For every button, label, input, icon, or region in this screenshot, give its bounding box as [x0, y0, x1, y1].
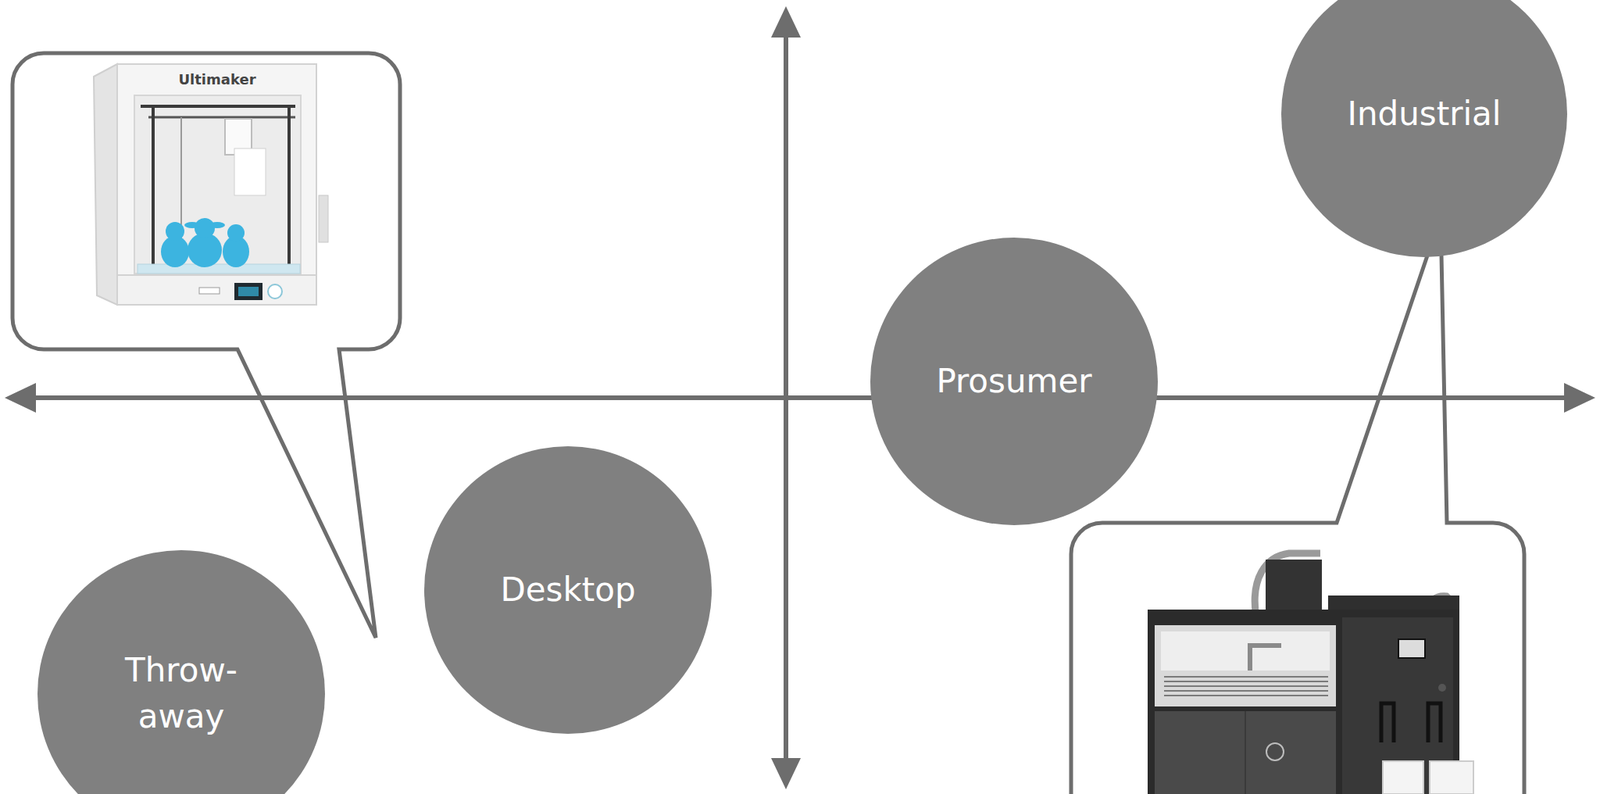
printer-vents [1164, 676, 1329, 696]
category-circle: Desktop [424, 446, 712, 734]
printer-lower-panel [1154, 710, 1336, 794]
circle-text-holder: Desktop [500, 567, 636, 614]
printer-handle [1428, 703, 1441, 743]
panel-seam [1244, 710, 1247, 794]
printer-body [1147, 609, 1460, 794]
printer-window-frame [1154, 625, 1336, 707]
printer-handle [1381, 703, 1394, 743]
callout-bubble [12, 53, 400, 638]
axis-arrowhead [4, 382, 36, 413]
circle-label: Prosumer [935, 358, 1092, 405]
printer-opening [134, 95, 301, 274]
card-slot [199, 287, 220, 294]
printer-top-unit [1265, 559, 1322, 610]
printer-frame-rod [148, 116, 296, 119]
callout-fill [12, 53, 400, 350]
circle-fill [37, 550, 325, 794]
circle-text-holder: Prosumer [935, 358, 1092, 405]
category-circle: Industrial [1281, 0, 1568, 258]
printer-frame-rod [287, 106, 291, 270]
printer-frame-rod [140, 104, 296, 108]
printer-frame-rod [151, 106, 155, 270]
desktop-printer-illustration [93, 64, 329, 305]
callout-bubble [1071, 216, 1525, 794]
printer-body [117, 64, 317, 305]
printer-button [1438, 683, 1447, 692]
circle-label: Throw- away [99, 647, 264, 740]
printer-arm [1250, 645, 1282, 671]
printer-base [117, 275, 317, 305]
spool-holder [318, 195, 329, 243]
printer-back-panel [234, 148, 266, 196]
material-cartridge [1429, 760, 1474, 794]
printer-window [1160, 631, 1330, 671]
printer-screen-glow [238, 286, 259, 297]
axis-arrowhead [771, 757, 801, 790]
printer-side-panel [93, 64, 118, 305]
industrial-printer-illustration [1147, 553, 1474, 794]
circle-fill [424, 446, 712, 734]
build-plate [137, 264, 300, 274]
circle-text-holder: Throw- away [99, 647, 264, 740]
vertical-axis [783, 31, 789, 765]
material-cartridge [1382, 760, 1424, 794]
circle-text-holder: Industrial [1347, 91, 1502, 138]
category-circle: Prosumer [870, 237, 1158, 525]
printer-button [267, 284, 283, 299]
circle-label: Industrial [1347, 91, 1502, 138]
circle-label: Desktop [500, 567, 636, 614]
hp-logo [1266, 742, 1284, 761]
printer-screen [234, 282, 263, 300]
circle-fill [870, 237, 1158, 525]
callout-fill [1071, 522, 1525, 794]
axis-arrowhead [1564, 382, 1596, 413]
brand-label: Ultimaker [178, 71, 256, 88]
printed-figures [160, 217, 250, 268]
axis-arrowhead [771, 6, 801, 38]
category-circle: Throw- away [37, 550, 325, 794]
circle-fill [1281, 0, 1568, 258]
printer-top-panel [1328, 595, 1460, 610]
printer-screen [1398, 639, 1425, 658]
